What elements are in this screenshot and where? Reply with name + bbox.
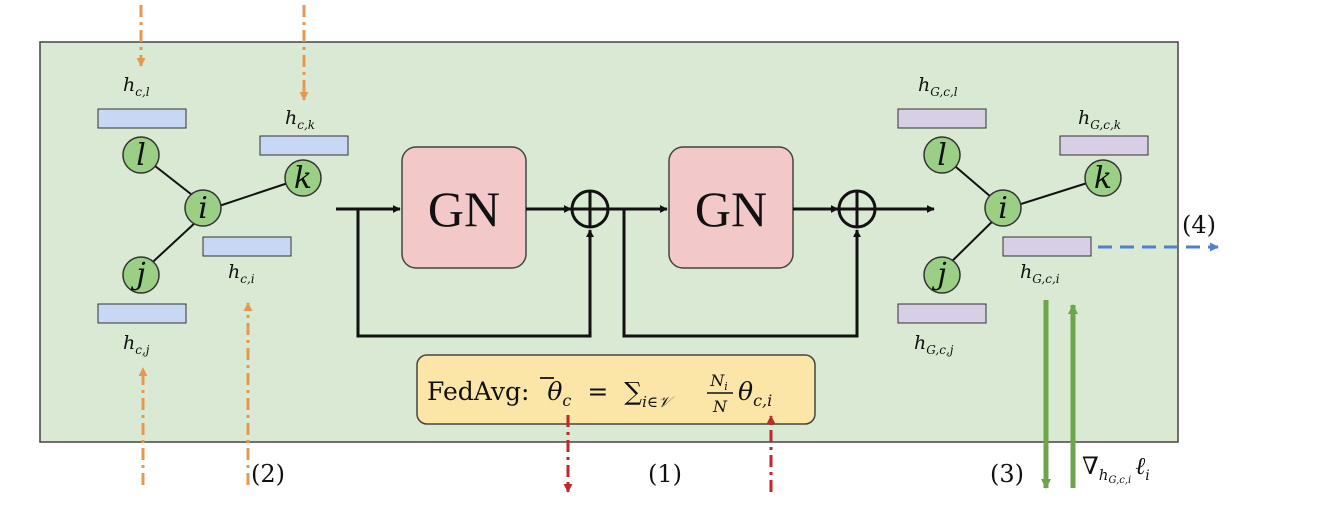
label-hci: hc,i	[228, 261, 255, 286]
node-i-right	[984, 189, 1022, 227]
frac-denominator: N	[712, 397, 728, 416]
label-hck: hc,k	[285, 107, 315, 132]
node-l	[122, 136, 160, 174]
step-label-1: (1)	[648, 460, 682, 488]
label-hGci: hG,c,i	[1020, 261, 1060, 286]
frac-numerator: Ni	[709, 371, 728, 393]
label-hGcj: hG,c,j	[914, 332, 954, 357]
gn-pipeline: GN GN	[336, 146, 935, 338]
node-i-label: i	[198, 191, 208, 226]
node-k	[284, 159, 322, 197]
node-i	[184, 189, 222, 227]
embedding-bar-hGck	[1059, 135, 1149, 156]
node-k-label: k	[294, 161, 312, 196]
embedding-bar-hl	[97, 108, 187, 129]
gn-block-1-label: GN	[428, 181, 500, 237]
fedavg-formula: FedAvg: θc = ∑i∈𝒱	[427, 377, 675, 412]
sum-node-1	[570, 189, 610, 229]
orange-arrows	[136, 5, 309, 485]
node-l-right-label: l	[937, 138, 947, 173]
embedding-bar-hGci	[1002, 236, 1092, 257]
right-graph: l i k j hG,c,l hG,c,k hG,c,i hG,c,j	[897, 74, 1149, 357]
embedding-bar-hGcl	[897, 108, 987, 129]
gradient-label: ∇hG,c,iℓi	[1082, 452, 1150, 486]
node-k-right	[1084, 159, 1122, 197]
label-hcl: hc,l	[123, 74, 150, 99]
theta-ci: θc,i	[738, 377, 772, 410]
node-j	[122, 256, 160, 294]
fedavg-box: FedAvg: θc = ∑i∈𝒱 Ni N θc,i	[416, 354, 816, 425]
node-i-right-label: i	[998, 191, 1008, 226]
left-graph: l i k j hc,l hc,k hc,i hc,j	[97, 74, 349, 357]
label-hcj: hc,j	[123, 332, 150, 357]
step-label-2: (2)	[251, 460, 285, 488]
label-hGck: hG,c,k	[1078, 107, 1121, 132]
embedding-bar-hk	[259, 135, 349, 156]
gn-block-2-label: GN	[695, 181, 767, 237]
embedding-bar-hi	[202, 236, 292, 257]
node-j-right	[923, 256, 961, 294]
step-label-4: (4)	[1182, 211, 1216, 239]
embedding-bar-hGcj	[897, 303, 987, 324]
embedding-bar-hj	[97, 303, 187, 324]
sum-node-2	[837, 189, 877, 229]
node-k-right-label: k	[1094, 161, 1112, 196]
node-l-label: l	[136, 138, 146, 173]
node-l-right	[923, 136, 961, 174]
label-hGcl: hG,c,l	[918, 74, 958, 99]
green-arrows	[1041, 300, 1078, 489]
step-label-3: (3)	[990, 460, 1024, 488]
